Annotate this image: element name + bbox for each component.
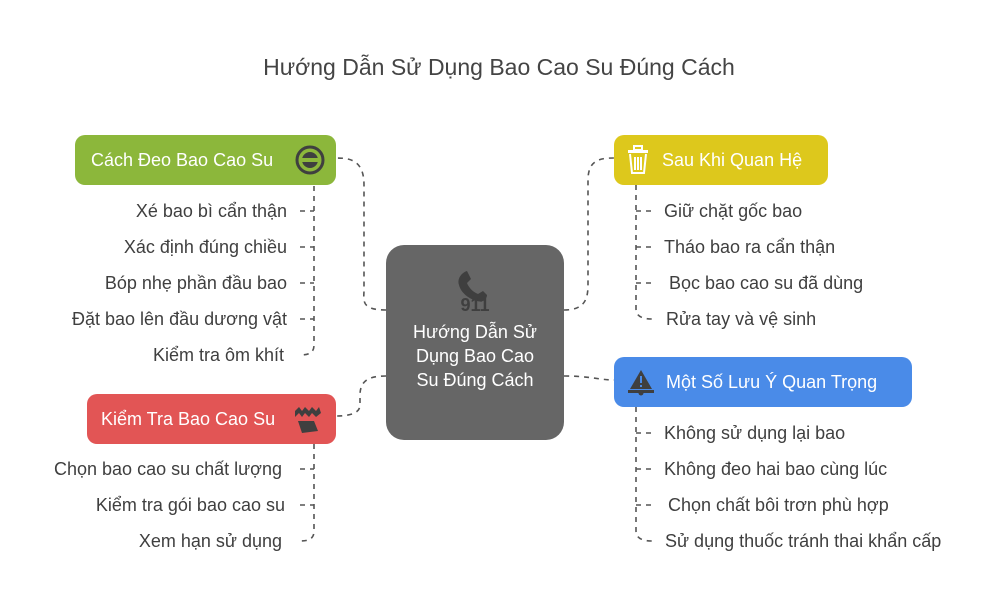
bracket-after bbox=[635, 185, 653, 320]
branch-checking: Kiểm Tra Bao Cao Su bbox=[87, 394, 336, 444]
list-item: Xem hạn sử dụng bbox=[138, 531, 282, 551]
connector-center-after bbox=[563, 157, 615, 311]
center-node: 911 Hướng Dẫn Sử Dụng Bao Cao Su Đúng Cá… bbox=[386, 245, 564, 440]
list-item: Không sử dụng lại bao bbox=[664, 423, 846, 443]
list-item: Bọc bao cao su đã dùng bbox=[669, 273, 864, 293]
condom-icon bbox=[294, 144, 326, 176]
bracket-wearing bbox=[299, 157, 336, 356]
list-item: Xé bao bì cẩn thận bbox=[135, 201, 287, 221]
list-item: Kiểm tra gói bao cao su bbox=[95, 495, 285, 515]
branch-after: Sau Khi Quan Hệ bbox=[614, 135, 828, 185]
list-item: Chọn chất bôi trơn phù hợp bbox=[668, 495, 889, 515]
list-item: Rửa tay và vệ sinh bbox=[666, 309, 817, 329]
list-item: Sử dụng thuốc tránh thai khẩn cấp bbox=[665, 531, 942, 551]
center-label: Hướng Dẫn Sử Dụng Bao Cao Su Đúng Cách bbox=[413, 322, 537, 390]
connector-center-notes bbox=[563, 375, 615, 381]
bracket-checking bbox=[299, 415, 336, 542]
branch-notes: Một Số Lưu Ý Quan Trọng bbox=[614, 357, 912, 407]
branch-after-label: Sau Khi Quan Hệ bbox=[662, 149, 803, 170]
list-item: Tháo bao ra cẩn thận bbox=[664, 237, 836, 257]
list-item: Giữ chặt gốc bao bbox=[664, 201, 803, 221]
trash-icon bbox=[624, 145, 652, 175]
branch-checking-label: Kiểm Tra Bao Cao Su bbox=[101, 408, 276, 429]
bracket-notes bbox=[635, 407, 653, 542]
list-item: Chọn bao cao su chất lượng bbox=[54, 459, 282, 479]
phone-911-icon: 911 bbox=[447, 267, 503, 318]
svg-text:911: 911 bbox=[460, 295, 489, 313]
warning-icon bbox=[626, 367, 656, 397]
list-item: Xác định đúng chiều bbox=[123, 237, 287, 257]
list-item: Bóp nhẹ phần đầu bao bbox=[104, 273, 287, 293]
branch-notes-label: Một Số Lưu Ý Quan Trọng bbox=[666, 371, 878, 392]
branch-wearing: Cách Đeo Bao Cao Su bbox=[75, 135, 336, 185]
list-item: Đặt bao lên đầu dương vật bbox=[72, 309, 287, 329]
branch-wearing-label: Cách Đeo Bao Cao Su bbox=[91, 149, 274, 170]
hands-icon bbox=[290, 403, 324, 435]
connector-center-checking bbox=[335, 375, 387, 417]
list-item: Kiểm tra ôm khít bbox=[152, 345, 284, 365]
connector-center-wearing bbox=[335, 157, 387, 311]
diagram-title: Hướng Dẫn Sử Dụng Bao Cao Su Đúng Cách bbox=[263, 54, 735, 80]
list-item: Không đeo hai bao cùng lúc bbox=[664, 459, 888, 479]
